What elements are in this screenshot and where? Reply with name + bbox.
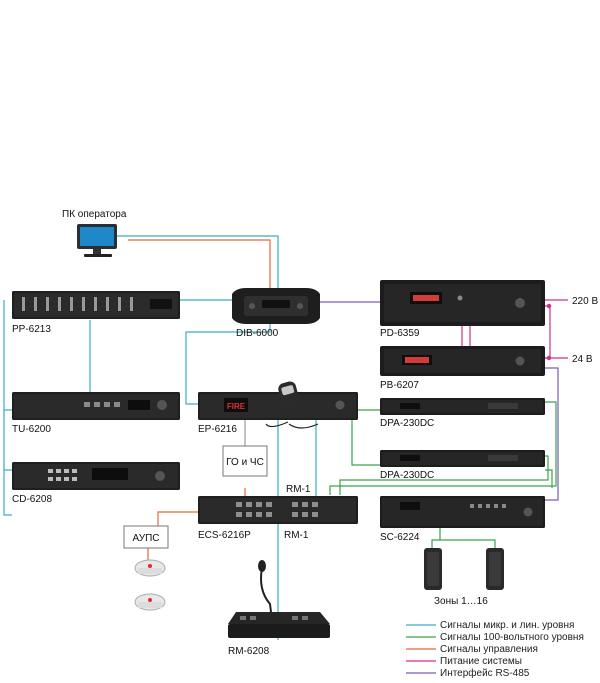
power-junction-220 — [546, 303, 552, 309]
voltage-24-label: 24 В — [572, 354, 593, 365]
smoke-detector-icon — [134, 593, 166, 611]
ep6216-device: FIRE — [198, 392, 358, 420]
legend-text: Питание системы — [440, 656, 522, 667]
ecs6216p-label: ECS-6216P — [198, 530, 251, 541]
dpa230dc-2-label: DPA-230DC — [380, 470, 434, 481]
legend-text: Сигналы 100-вольтного уровня — [440, 632, 584, 643]
legend-item: Сигналы управления — [406, 644, 538, 655]
speaker-lines — [329, 401, 557, 548]
pb6207-label: PB-6207 — [380, 380, 419, 391]
tu6200-device — [12, 392, 180, 420]
audio-lines — [3, 235, 317, 640]
legend-text: Сигналы микр. и лин. уровня — [440, 620, 574, 631]
ep6216-label: EP-6216 — [198, 424, 237, 435]
cd6208-device — [12, 462, 180, 490]
zones-label: Зоны 1…16 — [434, 596, 488, 607]
ecs6216p-device — [198, 496, 358, 524]
rm6208-label: RM-6208 — [228, 646, 270, 657]
sc6224-label: SC-6224 — [380, 532, 420, 543]
go-chs-label: ГО и ЧС — [226, 457, 264, 468]
voltage-220-label: 220 В — [572, 296, 598, 307]
dib6000-label: DIB-6000 — [236, 328, 279, 339]
cd6208-label: CD-6208 — [12, 494, 52, 505]
legend-text: Интерфейс RS-485 — [440, 667, 530, 678]
rs485-lines — [320, 301, 559, 501]
pc-label: ПК оператора — [62, 209, 127, 220]
legend-item: Интерфейс RS-485 — [406, 667, 530, 679]
pd6359-device — [380, 280, 545, 326]
legend-item: Сигналы микр. и лин. уровня — [406, 620, 574, 631]
legend-item: Сигналы 100-вольтного уровня — [406, 632, 584, 643]
rm6208-microphone-console — [228, 560, 330, 638]
labels: ПК оператора PP-6213 DIB-6000 PD-6359 22… — [12, 209, 598, 657]
legend-text: Сигналы управления — [440, 644, 538, 655]
rm1-top-label: RM-1 — [286, 484, 311, 495]
dpa230dc-2-device — [380, 450, 545, 467]
pb6207-device — [380, 346, 545, 376]
dpa230dc-1-label: DPA-230DC — [380, 418, 434, 429]
legend-item: Питание системы — [406, 656, 522, 667]
aups-label: АУПС — [133, 533, 160, 544]
rm1-bottom-label: RM-1 — [284, 530, 309, 541]
pp6213-label: PP-6213 — [12, 324, 51, 335]
operator-pc-icon — [77, 224, 117, 257]
tu6200-label: TU-6200 — [12, 424, 51, 435]
power-junction-24 — [546, 355, 552, 361]
sc6224-device — [380, 496, 545, 528]
aups-box — [123, 525, 169, 549]
pd6359-label: PD-6359 — [380, 328, 420, 339]
speaker-icon — [424, 548, 442, 590]
smoke-detector-icon — [134, 559, 166, 577]
legend: Сигналы микр. и лин. уровня Сигналы 100-… — [406, 620, 584, 679]
pp6213-device — [12, 291, 180, 319]
fire-display-text: FIRE — [227, 402, 246, 411]
dib6000-device — [232, 288, 320, 324]
fireman-microphone-icon — [265, 381, 319, 429]
go-chs-box — [222, 445, 268, 477]
dpa230dc-1-device — [380, 398, 545, 415]
control-lines — [128, 239, 271, 560]
connections — [3, 235, 568, 640]
speaker-icon — [486, 548, 504, 590]
